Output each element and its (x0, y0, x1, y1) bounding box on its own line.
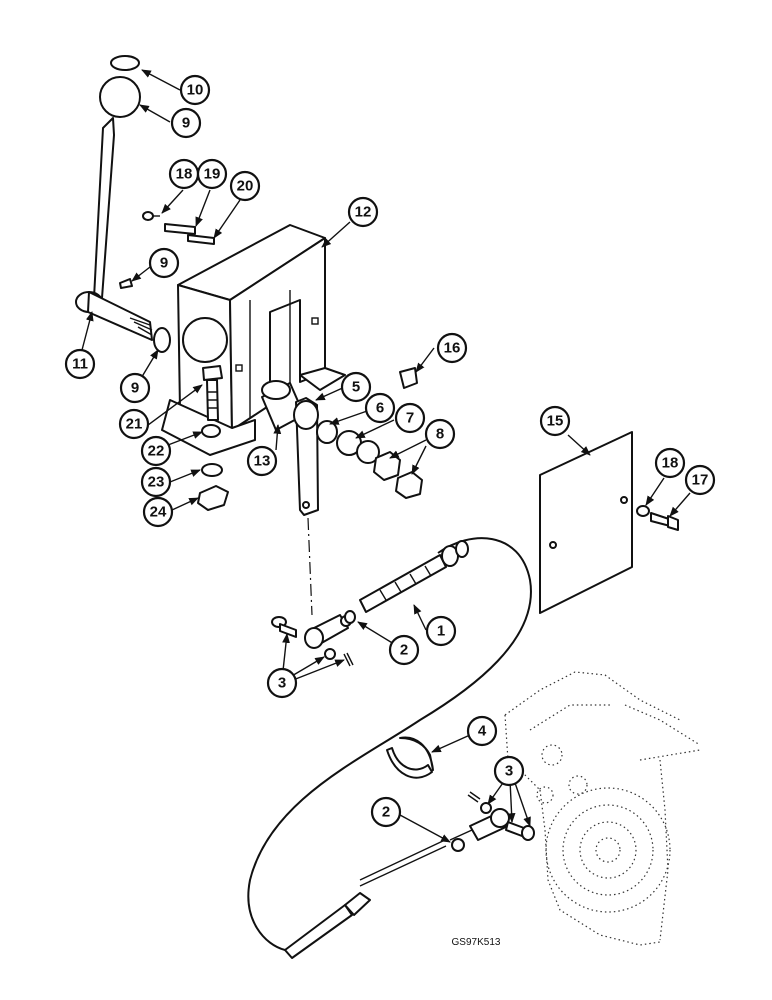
callout-7: 7 (394, 402, 426, 434)
screw-part-20 (142, 211, 160, 221)
callout-22: 20 (229, 170, 261, 202)
callout-15: 13 (246, 445, 278, 477)
callout-label: 6 (376, 400, 384, 417)
callout-label: 2 (382, 804, 390, 821)
nut-part-8-a (373, 451, 401, 481)
callout-label: 9 (160, 255, 168, 272)
washer-part-25 (201, 463, 223, 477)
callout-18: 17 (684, 464, 716, 496)
callout-label: 10 (187, 82, 204, 99)
callout-14: 12 (347, 196, 379, 228)
split-pin-part-3-lower (467, 791, 481, 803)
callout-label: 3 (505, 763, 513, 780)
washer-part-6 (316, 420, 338, 444)
pin-part-3-upper (271, 616, 297, 638)
callout-label: 21 (126, 416, 143, 433)
callout-23: 21 (118, 408, 150, 440)
nut-part-2-upper (344, 610, 356, 624)
callout-label: 2 (400, 642, 408, 659)
callout-2-lower: 2 (370, 796, 402, 828)
washer-part-3-lower (480, 802, 492, 814)
washer-part-9 (153, 327, 171, 353)
gearbox-housing (504, 671, 701, 946)
callout-1: 1 (425, 615, 457, 647)
callout-11: 11 (64, 348, 96, 380)
drawing-code: GS97K513 (452, 937, 501, 948)
callout-13: 10 (179, 74, 211, 106)
callout-label: 15 (547, 413, 564, 430)
callout-5: 5 (340, 371, 372, 403)
callout-label: 1 (437, 623, 445, 640)
nut-part-26 (197, 485, 229, 511)
washer-part-19 (636, 505, 650, 517)
callout-9: 9 (119, 372, 151, 404)
callout-label: 23 (148, 474, 165, 491)
callout-label: 19 (204, 166, 221, 183)
callout-label: 8 (436, 426, 444, 443)
plate-part-22 (187, 234, 215, 245)
gear-lever (75, 117, 153, 341)
callout-19: 18 (654, 447, 686, 479)
bolt-part-18 (650, 512, 679, 531)
callout-17: 16 (436, 332, 468, 364)
bracket (161, 224, 346, 456)
washer-part-7-b (356, 440, 380, 464)
clevis-lower (449, 808, 510, 841)
callout-label: 9 (131, 380, 139, 397)
washer-part-3-upper (324, 648, 336, 660)
callout-label: 24 (150, 504, 167, 521)
callout-25: 23 (140, 466, 172, 498)
plate-part-21 (164, 223, 196, 235)
callout-24: 22 (140, 435, 172, 467)
callout-label: 18 (176, 166, 193, 183)
pin-part-10 (119, 278, 133, 289)
callout-26: 24 (142, 496, 174, 528)
callout-label: 3 (278, 675, 286, 692)
callout-label: 5 (352, 379, 360, 396)
split-pin-part-3-upper (343, 652, 354, 667)
alignment-line (307, 517, 313, 616)
callout-label: 18 (662, 455, 679, 472)
callout-3-upper: 3 (266, 667, 298, 699)
callout-label: 4 (478, 723, 487, 740)
knob-cap (110, 55, 140, 71)
washer-part-24 (201, 424, 221, 438)
callout-8: 8 (424, 418, 456, 450)
lever-knob (99, 76, 141, 118)
callout-21: 19 (196, 158, 228, 190)
lever-arm-part-5 (293, 397, 319, 516)
cover-plate (539, 431, 633, 614)
callout-20: 18 (168, 158, 200, 190)
bolt-part-23 (202, 365, 223, 421)
callout-16: 15 (539, 405, 571, 437)
control-cable (247, 537, 532, 959)
callout-12: 9 (170, 107, 202, 139)
callout-label: 12 (355, 204, 372, 221)
callout-2-upper: 2 (388, 634, 420, 666)
callout-label: 13 (254, 453, 271, 470)
callout-3-lower: 3 (493, 755, 525, 787)
callout-label: 17 (692, 472, 709, 489)
callout-label: 20 (237, 178, 254, 195)
callout-label: 9 (182, 115, 190, 132)
cable-clip-part-4 (386, 736, 434, 779)
clevis-upper (304, 614, 352, 649)
callout-label: 16 (444, 340, 461, 357)
callout-label: 11 (72, 356, 88, 373)
callout-label: 7 (406, 410, 414, 427)
nut-part-2-lower (451, 838, 465, 852)
clip-part-17 (399, 367, 418, 389)
nut-part-8-b (395, 471, 423, 499)
callout-label: 22 (148, 443, 165, 460)
callout-4: 4 (466, 715, 498, 747)
callout-6: 6 (364, 392, 396, 424)
callout-10: 9 (148, 247, 180, 279)
